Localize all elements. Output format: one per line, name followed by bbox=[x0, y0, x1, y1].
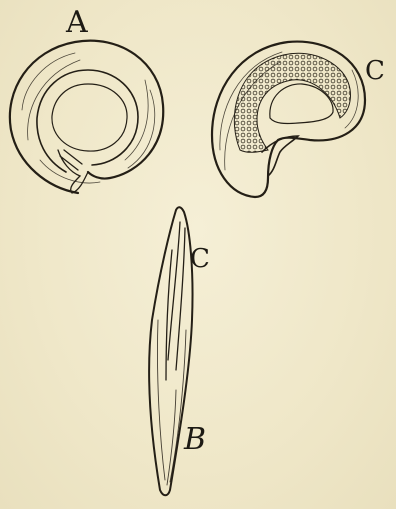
figure-b-inner-lines bbox=[157, 320, 186, 485]
figure-label-c-top: C bbox=[365, 58, 385, 84]
figure-a-outer-coil bbox=[10, 41, 163, 193]
figure-label-c-middle: C bbox=[190, 246, 210, 272]
figure-b-cotyledon-line bbox=[166, 222, 185, 380]
figure-a-hole bbox=[52, 84, 127, 151]
figure-label-a: A bbox=[66, 8, 88, 38]
figure-a-hilum bbox=[58, 150, 88, 193]
figure-a-hatching bbox=[22, 53, 155, 183]
figure-a bbox=[10, 41, 163, 193]
figure-label-b: B bbox=[184, 425, 206, 455]
figure-c bbox=[212, 42, 365, 197]
